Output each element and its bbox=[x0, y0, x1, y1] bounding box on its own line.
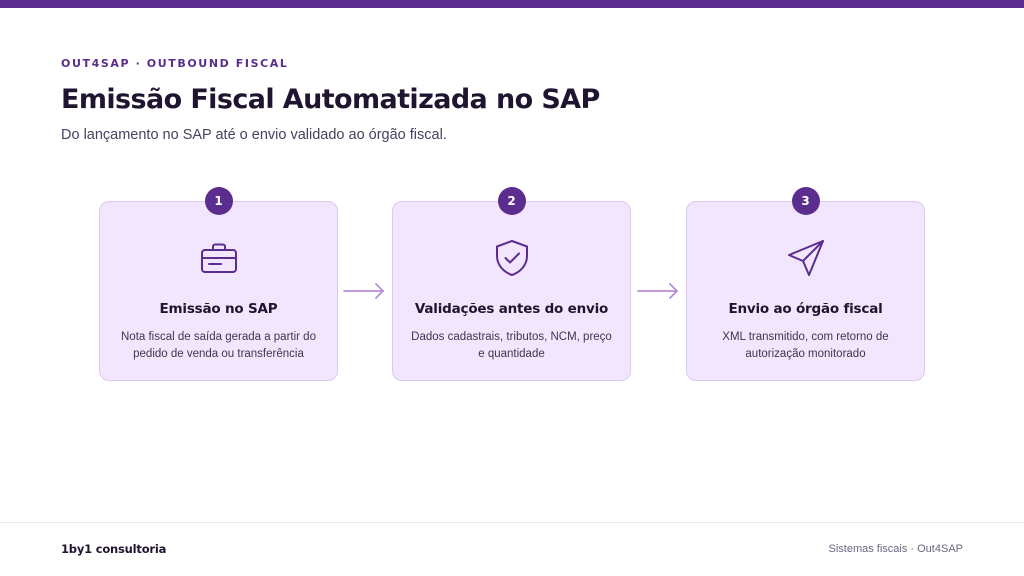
send-icon bbox=[786, 238, 826, 278]
step-card-1: 1 Emissão no SAP Nota fiscal de saída ge… bbox=[99, 187, 338, 381]
step-title-2: Validações antes do envio bbox=[414, 301, 609, 317]
brand-logo-text: 1by1 consultoria bbox=[61, 542, 167, 556]
page-subtitle: Do lançamento no SAP até o envio validad… bbox=[61, 127, 447, 143]
step-description-1: Nota fiscal de saída gerada a partir do … bbox=[121, 331, 316, 360]
step-description-3: XML transmitido, com retorno de autoriza… bbox=[722, 331, 889, 360]
step-number-badge-2: 2 bbox=[497, 187, 526, 215]
step-number-badge-3: 3 bbox=[791, 187, 820, 215]
arrow-right-icon bbox=[636, 281, 680, 301]
footer-divider bbox=[0, 522, 1024, 523]
step-description-2: Dados cadastrais, tributos, NCM, preço e… bbox=[411, 331, 612, 360]
step-title-1: Emissão no SAP bbox=[159, 301, 278, 317]
arrow-right-icon bbox=[342, 281, 386, 301]
top-accent-bar bbox=[0, 0, 1024, 8]
step-title-3: Envio ao órgão fiscal bbox=[728, 301, 883, 317]
step-card-2: 2 Validações antes do envio Dados cadast… bbox=[392, 187, 631, 381]
eyebrow-label: OUT4SAP · OUTBOUND FISCAL bbox=[61, 57, 289, 70]
step-number-badge-1: 1 bbox=[204, 187, 233, 215]
page-title: Emissão Fiscal Automatizada no SAP bbox=[61, 84, 600, 115]
briefcase-icon bbox=[199, 238, 239, 278]
shield-check-icon bbox=[492, 238, 532, 278]
step-card-3: 3 Envio ao órgão fiscal XML transmitido,… bbox=[686, 187, 925, 381]
footer-caption: Sistemas fiscais · Out4SAP bbox=[828, 543, 964, 555]
